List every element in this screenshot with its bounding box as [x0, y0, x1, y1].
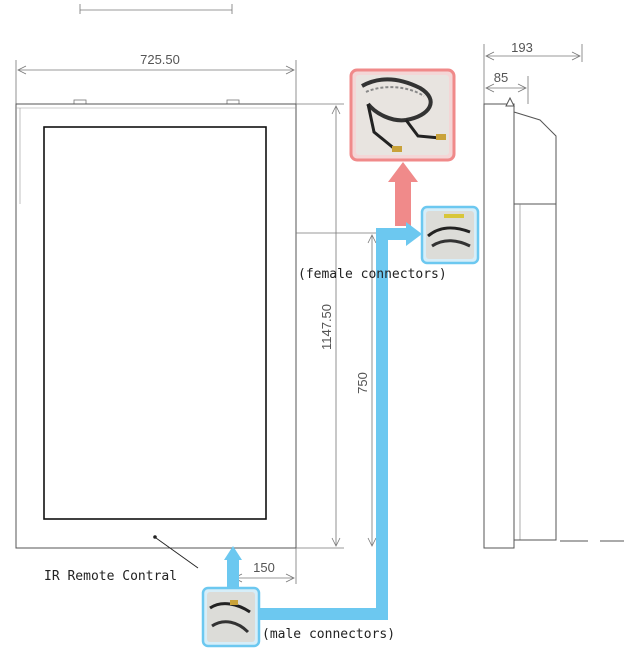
inner-dimension-line	[296, 232, 380, 547]
male-connectors-label: (male connectors)	[262, 627, 395, 642]
height-dimension-label: 1147.50	[319, 304, 334, 350]
ir-leader-line	[155, 537, 199, 569]
blue-route	[250, 222, 422, 620]
front-view: 725.50	[15, 52, 297, 549]
top-partial-dimension	[79, 4, 233, 14]
width-dimension-label: 725.50	[140, 52, 180, 67]
width-dimension-line	[15, 60, 297, 104]
depth-front-label: 85	[494, 70, 508, 85]
female-connectors-label: (female connectors)	[298, 267, 447, 282]
red-route-arrow	[388, 162, 418, 226]
depth-total-label: 193	[511, 40, 533, 55]
male-connector-photo	[201, 586, 261, 648]
side-view	[483, 96, 557, 549]
female-connector-photo	[420, 205, 480, 265]
side-dimension-85	[485, 76, 529, 104]
cable-bundle-photo	[349, 68, 456, 162]
offset-dimension-label: 150	[253, 560, 275, 575]
ir-sensor	[153, 535, 157, 539]
height-dimension-line	[296, 103, 344, 549]
ir-remote-label: IR Remote Contral	[44, 569, 177, 584]
display-screen	[43, 126, 267, 520]
side-dimension-193	[483, 44, 583, 104]
blue-up-arrow	[224, 546, 242, 594]
inner-dimension-label: 750	[355, 372, 370, 394]
